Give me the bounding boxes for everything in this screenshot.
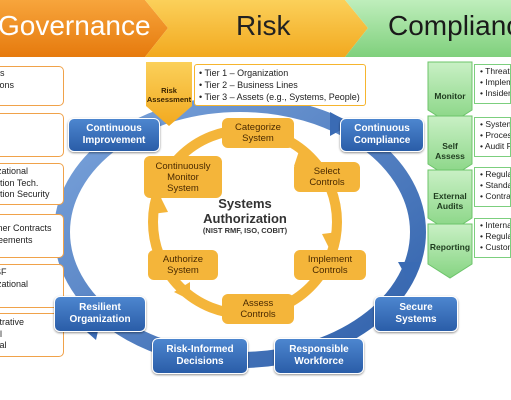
center-title: Systems Authorization (NIST RMF, ISO, CO… [202,196,288,235]
governance-box-6: strativealcal [0,313,64,357]
governance-title: Governance [0,10,151,41]
monitor-items-box: • Threat• Implem• Insider [474,64,511,104]
governance-chevron [0,0,168,57]
inner-ring-arrow [294,148,312,166]
risk-title: Risk [236,10,291,41]
external-audits-items-box: • Regulat• Standa• Contrac [474,167,511,207]
tier-1: • Tier 1 – Organization [199,68,289,78]
governance-box-1: estions [0,66,64,106]
compliance-title: Complianc [388,10,511,41]
risk-assessment-arrow [146,62,192,126]
tier-2: • Tier 2 – Business Lines [199,80,298,90]
governance-box-4: mer Contractsreements [0,214,64,258]
monitor-label: Monitor [434,91,466,101]
compliance-chevron-reporting [427,223,473,279]
risk-assessment-label: Risk Assessment [146,86,192,104]
inner-ring-arrow [152,196,168,214]
reporting-items-box: • Interna• Regulat• Custom [474,218,511,258]
outer-ring-arrow [398,262,420,284]
reporting-label: Reporting [429,242,471,252]
inner-ring-arrow [174,282,190,300]
compliance-chevron [345,0,511,57]
risk-tiers-box: • Tier 1 – Organization • Tier 2 – Busin… [194,64,366,106]
governance-box-5: SFizational [0,264,64,308]
inner-ring-arrow [322,232,338,250]
tier-3: • Tier 3 – Assets (e.g., Systems, People… [199,92,360,102]
risk-chevron [145,0,368,57]
governance-box-3: izationalation Tech.ation Security [0,163,64,205]
governance-box-2 [0,113,64,157]
self-assess-items-box: • System• Process• Audit P [474,117,511,157]
